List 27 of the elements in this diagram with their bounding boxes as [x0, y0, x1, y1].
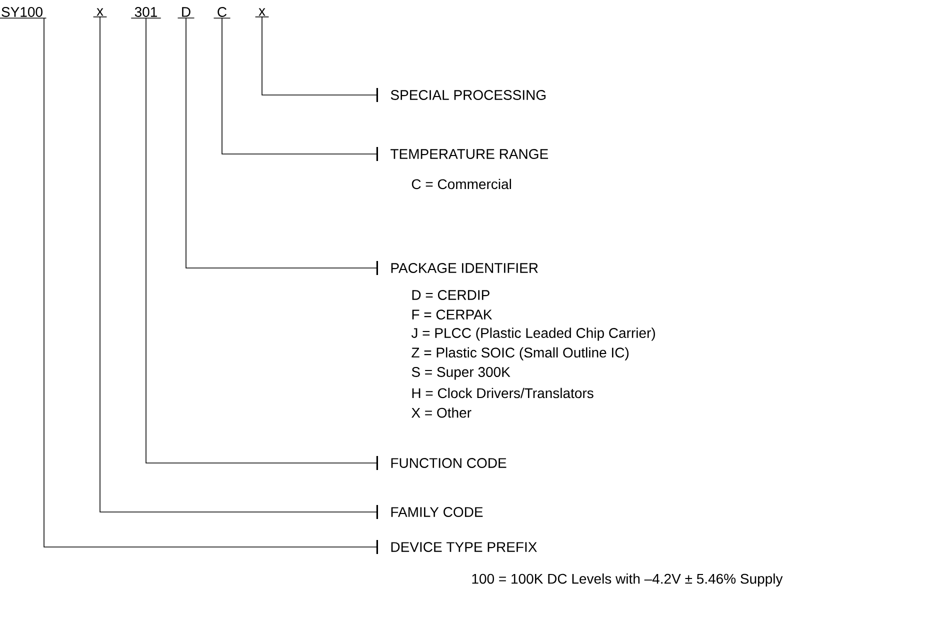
part-code: x — [92, 8, 108, 18]
part-code: SY100 — [0, 7, 47, 19]
category-heading: TEMPERATURE RANGE — [390, 149, 548, 159]
leader-line — [262, 16, 378, 102]
category-heading: FUNCTION CODE — [391, 458, 506, 468]
part-code: x — [254, 8, 270, 18]
code-description: S = Super 300K — [412, 367, 510, 380]
category-heading: DEVICE TYPE PREFIX — [391, 542, 537, 552]
part-code: 301 — [130, 7, 162, 19]
leader-line — [222, 18, 378, 161]
code-description: H = Clock Drivers/Translators — [412, 388, 594, 398]
part-code: D — [177, 7, 195, 18]
leader-line — [186, 18, 378, 275]
code-description: D = CERDIP — [412, 290, 490, 300]
category-heading: SPECIAL PROCESSING — [390, 90, 546, 100]
leader-line — [44, 18, 378, 554]
code-description: 100 = 100K DC Levels with –4.2V ± 5.46% Supply — [472, 573, 783, 587]
code-description: X = Other — [412, 407, 472, 418]
code-description: C = Commercial — [412, 178, 511, 190]
code-description: Z = Plastic SOIC (Small Outline IC) — [412, 347, 629, 360]
code-description: J = PLCC (Plastic Leaded Chip Carrier) — [411, 328, 655, 341]
category-heading: FAMILY CODE — [391, 507, 483, 517]
leader-line — [100, 16, 378, 519]
part-code: C — [213, 7, 231, 19]
leader-line — [146, 18, 378, 470]
code-description: F = CERPAK — [412, 310, 492, 320]
category-heading: PACKAGE IDENTIFIER — [391, 263, 538, 273]
